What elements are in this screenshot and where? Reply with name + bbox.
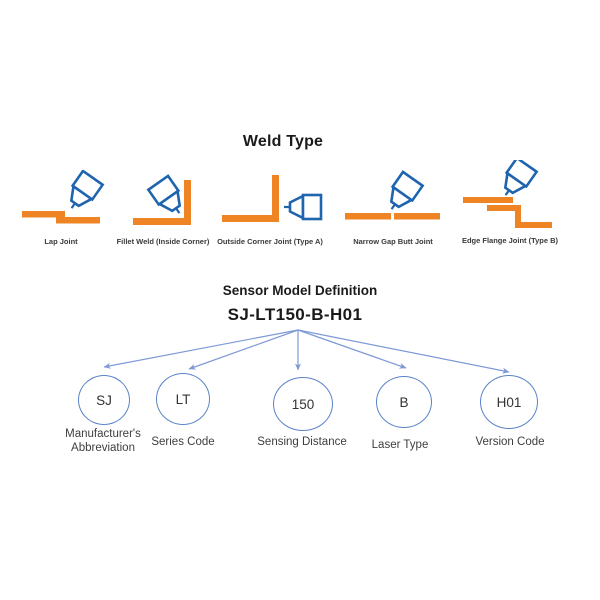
laser-sensor-icon [282,193,323,221]
joint-caption: Edge Flange Joint (Type B) [461,236,559,245]
part-label-series: Series Code [151,436,215,448]
arrow [297,329,510,374]
code-text: LT [175,391,191,407]
outside-corner-joint-figure [222,175,323,222]
workpiece-bar [272,175,279,222]
workpiece-bar [345,213,391,220]
laser-sensor-icon [380,170,424,218]
code-circle-series: LT [156,373,210,425]
model-arrows [103,329,510,374]
sensor-model-definition-title: Sensor Model Definition [222,283,378,298]
workpiece-bar [222,215,279,222]
workpiece-bar [22,211,65,218]
part-label-distance: Sensing Distance [257,436,347,448]
laser-sensor-icon [60,170,104,217]
workpiece-bar [394,213,440,220]
workpiece-bar [515,222,552,228]
code-text: SJ [96,392,112,408]
workpiece-bar [487,205,521,211]
joint-caption: Fillet Weld (Inside Corner) [116,237,210,246]
code-text: B [399,394,409,410]
workpiece-bar [133,218,191,225]
joint-caption: Outside Corner Joint (Type A) [217,237,323,246]
workpiece-bar [515,205,521,228]
arrow [103,329,299,369]
laser-sensor-icon [147,174,191,222]
laser-sensor-icon [494,160,538,204]
part-label-manufacturer: Manufacturer's Abbreviation [65,428,141,454]
part-label-version: Version Code [475,436,545,448]
code-circle-manufacturer: SJ [78,375,130,425]
workpiece-bar [56,217,100,224]
narrow-gap-butt-joint-figure [345,170,440,220]
code-text: 150 [291,396,315,412]
joint-caption: Lap Joint [44,237,78,246]
code-text: H01 [496,394,522,410]
lap-joint-figure [22,170,104,224]
model-number: SJ-LT150-B-H01 [227,305,363,324]
code-circle-version: H01 [480,375,538,429]
arrow [297,329,407,369]
workpiece-bar [184,180,191,225]
fillet-weld-figure [133,174,191,225]
code-circle-distance: 150 [273,377,333,431]
arrow [188,329,299,370]
code-circle-laser: B [376,376,432,428]
edge-flange-joint-figure [463,160,552,228]
joint-caption: Narrow Gap Butt Joint [353,237,433,246]
part-label-laser: Laser Type [371,439,429,451]
workpiece-bar [463,197,513,203]
weld-type-title: Weld Type [242,133,324,150]
